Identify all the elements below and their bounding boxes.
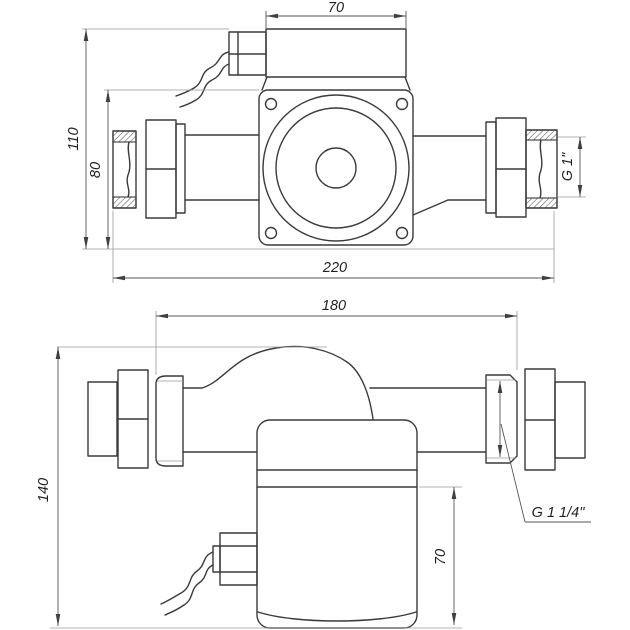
pump-flange: [258, 89, 414, 246]
motor-hub: [315, 147, 357, 189]
motor-end-cap-curve: [257, 611, 417, 622]
volute-curve: [182, 345, 374, 420]
pipe-break-line: [538, 139, 543, 199]
tailpiece-left: [112, 130, 137, 209]
neck-left: [261, 76, 268, 91]
side-view: 180 140 70 G 1 1/4": [36, 298, 591, 629]
motor-housing: [256, 419, 418, 629]
dim-overall-height-side: 140: [36, 346, 462, 629]
dim-box-width: 70: [265, 0, 407, 28]
union-body-right-side: [485, 374, 518, 464]
dim-flange-height: 80: [88, 89, 259, 249]
cable-gland-side: [212, 545, 221, 573]
motor-face-inner: [275, 107, 397, 229]
dim-label-140: 140: [36, 478, 52, 502]
flange-bolt-hole: [264, 97, 278, 111]
union-nut-right: [495, 117, 527, 218]
union-body-left: [175, 123, 186, 214]
dim-port-distance: 180: [155, 298, 518, 375]
motor-face-outer: [262, 94, 410, 242]
flange-bolt-hole: [395, 97, 409, 111]
thread-hatch: [525, 197, 558, 209]
power-cable-side: [160, 551, 214, 616]
dim-label-g114: G 1 1/4": [532, 505, 586, 521]
dim-label-220: 220: [322, 260, 347, 276]
dim-overall-height-front: 110: [66, 28, 554, 250]
thread-hatch: [112, 196, 137, 209]
tailpiece-left-side: [87, 381, 118, 457]
terminal-box: [265, 28, 407, 78]
dim-overall-length: 220: [112, 211, 555, 283]
pipe-right-taper: [412, 199, 449, 216]
thread-hatch: [112, 130, 137, 143]
tailpiece-right-side: [554, 381, 586, 459]
dim-union-thread: G 1 1/4": [497, 381, 591, 523]
flange-bolt-hole: [264, 226, 278, 240]
dim-motor-length: 70: [419, 486, 462, 625]
dim-label-g1: G 1": [560, 152, 576, 181]
thread-hatch: [525, 129, 558, 141]
front-view: 70 110 80 220: [66, 0, 586, 283]
power-cable: [175, 51, 230, 108]
flange-bolt-hole: [395, 226, 409, 240]
union-body-right: [485, 121, 497, 214]
dim-pipe-thread: G 1": [558, 136, 586, 198]
union-body-left-side: [155, 375, 184, 467]
neck-right: [404, 76, 411, 91]
dim-label-70-top: 70: [328, 0, 344, 16]
dim-label-110: 110: [66, 127, 82, 150]
terminal-box-side: [219, 532, 258, 586]
dim-label-180: 180: [322, 298, 346, 314]
pipe-break-line: [126, 141, 131, 198]
dim-label-80: 80: [88, 162, 104, 178]
dim-label-70-side: 70: [433, 549, 449, 565]
